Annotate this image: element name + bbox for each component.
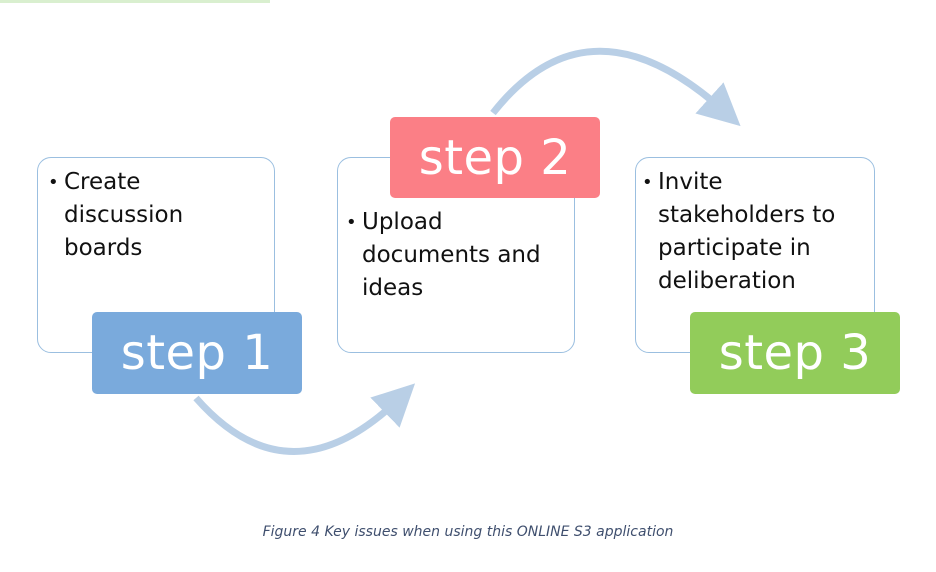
step-1-label: step 1 <box>92 312 302 394</box>
step-1-item: • Create discussion boards <box>48 166 258 265</box>
step-3-label: step 3 <box>690 312 900 394</box>
bullet-icon: • <box>346 212 357 233</box>
step-1-text: Create discussion boards <box>64 169 184 261</box>
step-3-item: • Invite stakeholders to participate in … <box>642 166 868 298</box>
step-3-text: Invite stakeholders to participate in de… <box>658 169 836 294</box>
top-decorative-bar <box>0 0 270 3</box>
step-2-item: • Upload documents and ideas <box>346 206 568 305</box>
step-2-text: Upload documents and ideas <box>362 209 541 301</box>
bullet-icon: • <box>642 172 653 193</box>
step-2-label: step 2 <box>390 117 600 198</box>
arrow-step1-to-step2 <box>193 383 416 455</box>
figure-caption: Figure 4 Key issues when using this ONLI… <box>262 524 674 540</box>
bullet-icon: • <box>48 172 59 193</box>
arrow-step2-to-step3 <box>490 47 741 127</box>
